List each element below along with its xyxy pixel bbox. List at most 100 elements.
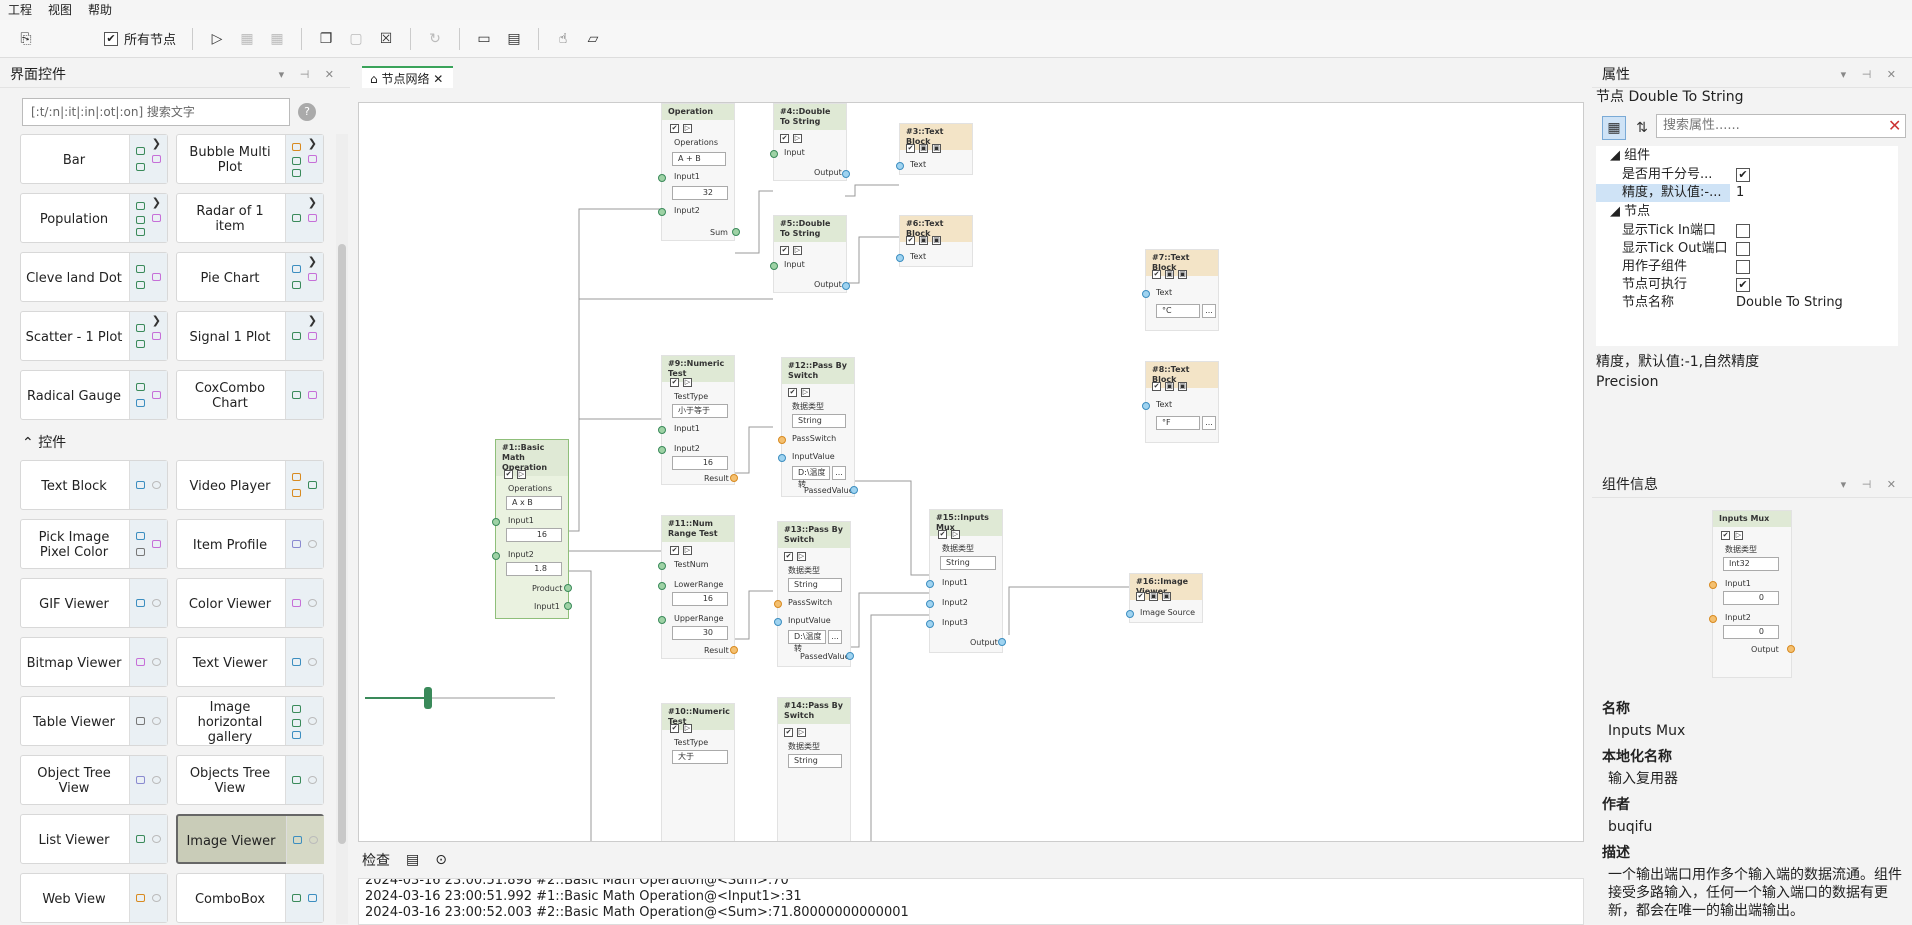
widget-tile-color-viewer[interactable]: Color Viewer	[176, 578, 324, 628]
node-config-icon[interactable]: ▣	[919, 236, 928, 245]
node-enable-checkbox[interactable]: ✔	[784, 552, 793, 561]
sort-alpha-icon[interactable]: ⇅	[1636, 120, 1648, 136]
node-double-to-string-5[interactable]: #5::Double To String ✔▷ Input Output	[770, 215, 850, 293]
property-value[interactable]: Double To String	[1736, 295, 1843, 310]
node-numeric-test-9[interactable]: #9::Numeric Test ✔▷ TestType 小于等于 Input1…	[658, 355, 738, 485]
panel-pin-icon[interactable]: ▾ ⊣ ✕	[278, 68, 340, 81]
input-port[interactable]	[658, 446, 666, 454]
node-enable-checkbox[interactable]: ✔	[670, 124, 679, 133]
chevron-right-icon[interactable]: ❯	[151, 196, 161, 209]
widget-tile-object-tree-view[interactable]: Object Tree View	[20, 755, 168, 805]
property-row[interactable]: 用作子组件✔	[1596, 258, 1898, 276]
scrollbar-thumb[interactable]	[338, 244, 346, 844]
data-type-select[interactable]: String	[792, 414, 846, 428]
menu-view[interactable]: 视图	[48, 3, 73, 17]
input-port[interactable]	[778, 436, 786, 444]
chevron-right-icon[interactable]: ❯	[307, 196, 317, 209]
chevron-right-icon[interactable]: ❯	[307, 137, 317, 150]
widget-search-input[interactable]: [:t/:n|:it|:in|:ot|:on] 搜索文字	[22, 98, 290, 126]
node-basic-math-2[interactable]: Operation ✔▷ Operations A + B Input1 32 …	[658, 103, 740, 241]
node-enable-checkbox[interactable]: ✔	[906, 236, 915, 245]
all-nodes-toggle[interactable]: ✔ 所有节点	[44, 29, 180, 48]
input1-field[interactable]: 16	[506, 528, 562, 542]
output-port[interactable]	[564, 584, 572, 592]
output-port[interactable]	[730, 474, 738, 482]
widget-tile-text-viewer[interactable]: Text Viewer	[176, 637, 324, 687]
node-run-icon[interactable]: ▷	[793, 134, 802, 143]
widget-tile-combobox[interactable]: ComboBox	[176, 873, 324, 923]
menu-help[interactable]: 帮助	[88, 3, 113, 17]
node-enable-checkbox[interactable]: ✔	[670, 378, 679, 387]
node-inputs-mux-15[interactable]: #15::Inputs Mux ✔▷ 数据类型 String Input1 In…	[926, 509, 1006, 653]
tab-node-network[interactable]: ⌂ 节点网络 ✕	[362, 66, 454, 88]
property-row[interactable]: 显示Tick In端口✔	[1596, 222, 1898, 240]
input-port[interactable]	[778, 454, 786, 462]
node-text-block-3[interactable]: #3::Text Block ✔▣▣ Text	[896, 123, 973, 175]
widget-tile-text-block[interactable]: Text Block	[20, 460, 168, 510]
input-port[interactable]	[774, 600, 782, 608]
node-enable-checkbox[interactable]: ✔	[504, 470, 513, 479]
refresh-icon[interactable]: ↻	[429, 30, 441, 47]
test-type-select[interactable]: 小于等于	[672, 404, 728, 418]
input2-field[interactable]: 1.8	[506, 562, 562, 576]
lower-range-field[interactable]: 16	[672, 592, 728, 606]
input-port[interactable]	[896, 254, 904, 262]
widget-tile-video-player[interactable]: Video Player	[176, 460, 324, 510]
node-config-icon[interactable]: ▣	[1178, 382, 1187, 391]
widget-tile-population[interactable]: Population❯	[20, 193, 168, 243]
widget-tile-bitmap-viewer[interactable]: Bitmap Viewer	[20, 637, 168, 687]
node-enable-checkbox[interactable]: ✔	[780, 246, 789, 255]
node-config-icon[interactable]: ▣	[1165, 382, 1174, 391]
input-value-field[interactable]: D:\温度转	[792, 466, 830, 489]
property-row[interactable]: 精度，默认值:-...1	[1596, 184, 1898, 202]
copy-icon[interactable]: ❐	[319, 30, 333, 47]
log-output[interactable]: 2024-03-16 23:00:51.898 #2::Basic Math O…	[358, 878, 1584, 925]
input-port[interactable]	[774, 618, 782, 626]
input-port[interactable]	[1142, 402, 1150, 410]
widget-tile-scatter[interactable]: Scatter - 1 Plot❯	[20, 311, 168, 361]
node-double-to-string-4[interactable]: #4::Double To String ✔▷ Input Output	[770, 103, 850, 181]
test-type-select[interactable]: 大于	[672, 750, 728, 764]
node-config-icon[interactable]: ▣	[1149, 592, 1158, 601]
chevron-right-icon[interactable]: ❯	[307, 255, 317, 268]
widget-list-scrollbar[interactable]	[336, 134, 348, 924]
output-port[interactable]	[842, 170, 850, 178]
menu-project[interactable]: 工程	[8, 3, 33, 17]
widget-tile-bar[interactable]: Bar❯	[20, 134, 168, 184]
output-port[interactable]	[850, 486, 858, 494]
window-icon[interactable]: ▭	[477, 30, 491, 47]
input-value-field[interactable]: D:\温度转	[788, 630, 826, 653]
zoom-slider-knob[interactable]	[423, 687, 432, 709]
category-node[interactable]: ◢ 节点	[1610, 204, 1651, 219]
browse-button[interactable]: ...	[1202, 416, 1216, 430]
node-pass-by-switch-14[interactable]: #14::Pass By Switch ✔▷ 数据类型 String	[777, 697, 851, 841]
node-config-icon[interactable]: ▣	[1165, 270, 1174, 279]
widget-tile-item-profile[interactable]: Item Profile	[176, 519, 324, 569]
widget-tile-image-viewer[interactable]: Image Viewer	[176, 814, 324, 864]
property-row[interactable]: 节点可执行✔	[1596, 276, 1898, 294]
node-run-icon[interactable]: ▷	[683, 546, 692, 555]
node-run-icon[interactable]: ▷	[683, 378, 692, 387]
node-config-icon[interactable]: ▣	[1178, 270, 1187, 279]
node-text-block-8[interactable]: #8::Text Block ✔▣▣ Text °F ...	[1142, 361, 1219, 443]
node-config-icon[interactable]: ▣	[932, 144, 941, 153]
paste-icon[interactable]: ▢	[349, 30, 363, 47]
widget-tile-image-gallery[interactable]: Image horizontal gallery	[176, 696, 324, 746]
data-type-select[interactable]: String	[788, 754, 842, 768]
node-enable-checkbox[interactable]: ✔	[906, 144, 915, 153]
property-checkbox[interactable]: ✔	[1736, 224, 1750, 238]
property-row[interactable]: 显示Tick Out端口✔	[1596, 240, 1898, 258]
text-value-field[interactable]: °F	[1156, 416, 1200, 430]
chevron-right-icon[interactable]: ❯	[151, 137, 161, 150]
input-port[interactable]	[492, 518, 500, 526]
widget-tile-radar[interactable]: Radar of 1 item❯	[176, 193, 324, 243]
node-enable-checkbox[interactable]: ✔	[670, 724, 679, 733]
log-options-icon[interactable]: ⊙	[435, 852, 447, 868]
node-enable-checkbox[interactable]: ✔	[788, 388, 797, 397]
output-port[interactable]	[998, 638, 1006, 646]
operation-select[interactable]: A + B	[672, 152, 726, 166]
output-port[interactable]	[730, 646, 738, 654]
browse-button[interactable]: ...	[1202, 304, 1216, 318]
grid-icon[interactable]: ▦	[240, 30, 254, 47]
data-type-select[interactable]: String	[788, 578, 842, 592]
